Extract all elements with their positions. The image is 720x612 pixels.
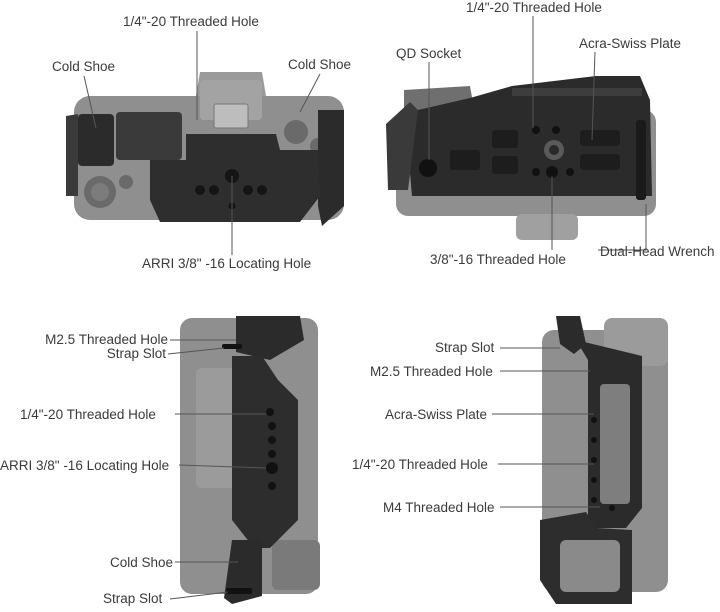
top-view-cage: [66, 110, 344, 226]
label-left-threaded-hole: 1/4"-20 Threaded Hole: [20, 407, 156, 422]
left-side-cage: [222, 316, 304, 604]
label-bottom-threaded-hole: 1/4"-20 Threaded Hole: [466, 0, 602, 15]
label-bottom-threaded-38: 3/8"-16 Threaded Hole: [430, 252, 566, 267]
label-top-cold-shoe-left: Cold Shoe: [52, 59, 116, 74]
right-side-cage: [540, 316, 642, 604]
label-left-arri-hole: ARRI 3/8" -16 Locating Hole: [0, 458, 170, 473]
label-right-m25-hole: M2.5 Threaded Hole: [370, 364, 493, 379]
label-bottom-qd-socket: QD Socket: [396, 46, 462, 61]
bottom-view-cage: [386, 76, 652, 200]
label-bottom-acra-plate: Acra-Swiss Plate: [579, 36, 682, 51]
label-right-acra-plate: Acra-Swiss Plate: [385, 407, 488, 422]
label-top-threaded-hole: 1/4"-20 Threaded Hole: [123, 14, 259, 29]
leader-lines: [83, 16, 647, 600]
label-top-arri-hole: ARRI 3/8" -16 Locating Hole: [142, 256, 312, 271]
label-right-strap-slot: Strap Slot: [435, 340, 495, 355]
label-top-cold-shoe-right: Cold Shoe: [288, 57, 352, 72]
label-left-m25-hole: M2.5 Threaded Hole: [45, 332, 168, 347]
label-right-m4-hole: M4 Threaded Hole: [383, 500, 495, 515]
label-left-cold-shoe: Cold Shoe: [110, 555, 174, 570]
label-right-threaded-hole: 1/4"-20 Threaded Hole: [352, 457, 488, 472]
label-left-strap-slot-bottom: Strap Slot: [103, 591, 163, 606]
label-bottom-wrench: Dual-Head Wrench: [600, 244, 715, 259]
label-left-strap-slot-top: Strap Slot: [106, 346, 166, 361]
